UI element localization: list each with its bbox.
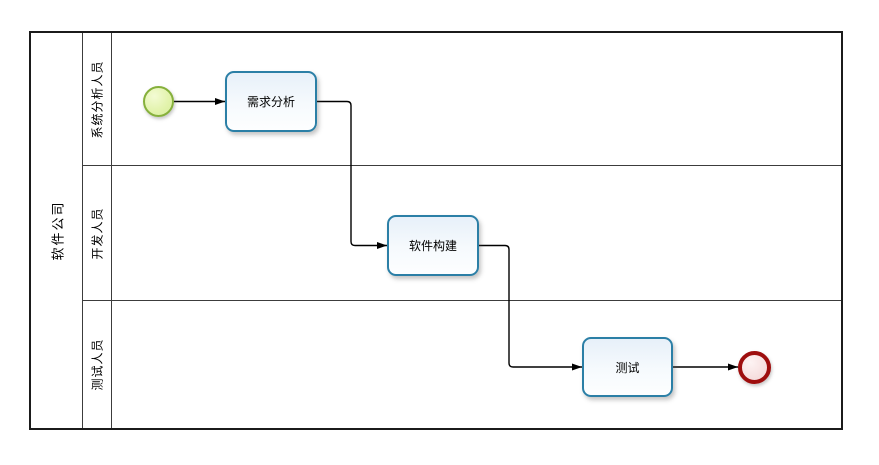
task-label: 测试 [615,360,640,375]
task-label: 需求分析 [246,95,295,109]
lane-tester: 测试人员 [83,301,841,428]
pool-label-cell: 软件公司 [31,33,83,428]
task-software-construction[interactable]: 软件构建 [387,215,479,276]
lane-label-cell: 测试人员 [83,301,112,428]
lane-developer: 开发人员 [83,166,841,301]
lanes-container: 系统分析人员 开发人员 测试人员 [83,33,841,428]
lane-label: 测试人员 [90,338,105,391]
start-event[interactable] [143,86,174,117]
task-testing[interactable]: 测试 [582,337,673,397]
task-label: 软件构建 [408,239,457,253]
lane-label: 开发人员 [90,206,105,260]
lane-label-cell: 系统分析人员 [83,33,112,165]
lane-content [112,33,841,165]
task-requirements-analysis[interactable]: 需求分析 [225,71,317,132]
lane-label-cell: 开发人员 [83,166,112,300]
lane-system-analyst: 系统分析人员 [83,33,841,166]
pool-label: 软件公司 [51,200,67,261]
lane-content [112,301,841,428]
lane-label: 系统分析人员 [90,59,105,139]
end-event[interactable] [738,351,771,384]
